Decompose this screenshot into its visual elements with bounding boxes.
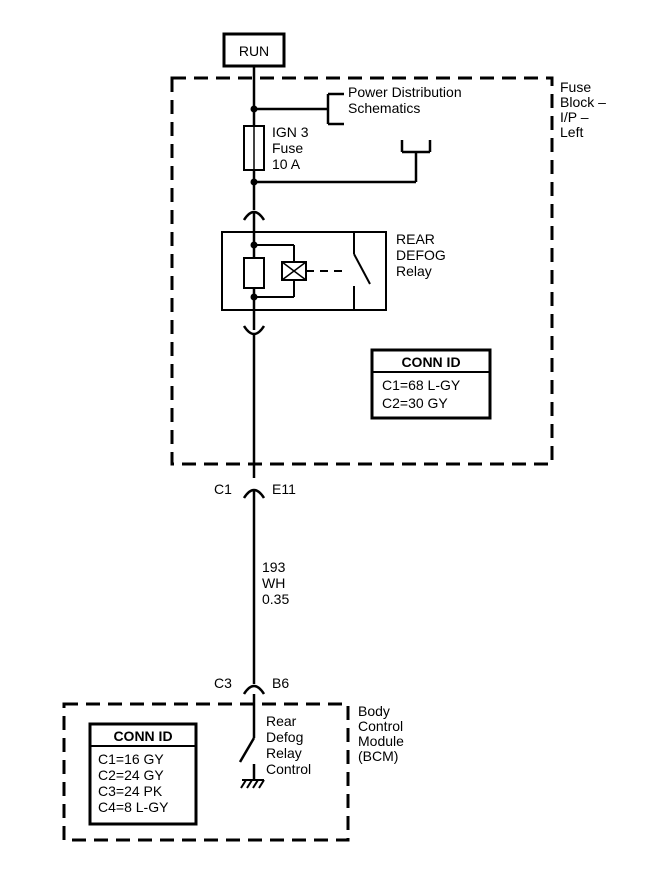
connector-bottom-right-label: B6 [272,675,289,691]
bcm-control-line-3: Relay [266,745,302,761]
bcm-control-line-4: Control [266,761,311,777]
power-distribution-line-2: Schematics [348,100,420,116]
bcm-name-line-4: (BCM) [358,748,398,764]
wire-size: 0.35 [262,591,289,607]
fuse-block-conn-id-entry: C2=30 GY [382,395,448,411]
wire-label: 193 WH 0.35 [262,559,289,607]
fuse-block-name-line-2: Block – [560,94,606,110]
fuse-block-name: Fuse Block – I/P – Left [560,79,606,140]
bcm-name-line-3: Module [358,733,404,749]
splice-dot [250,105,258,113]
fuse-label-line-3: 10 A [272,156,301,172]
bcm-conn-id-title: CONN ID [113,728,172,744]
bcm-conn-id-table: CONN ID C1=16 GY C2=24 GY C3=24 PK C4=8 … [88,722,198,826]
connector-top-right-label: E11 [272,481,296,497]
splice-dot [250,241,258,249]
fuse-label-line-2: Fuse [272,140,303,156]
fuse-label-line-1: IGN 3 [272,124,309,140]
main-circuit-wire [252,66,432,210]
connector-top-left-label: C1 [214,481,232,497]
power-distribution-line-1: Power Distribution [348,84,462,100]
bcm-boundary [62,702,350,842]
bcm-name: Body Control Module (BCM) [358,703,404,764]
bcm-control-switch [238,694,256,780]
power-distribution-reference: Power Distribution Schematics [348,84,462,116]
fuse-block-conn-id-table: CONN ID C1=68 L-GY C2=30 GY [370,348,492,420]
fuse-label: IGN 3 Fuse 10 A [272,124,309,172]
fuse-block-conn-id-title: CONN ID [401,354,460,370]
bcm-conn-id-entry: C3=24 PK [98,783,163,799]
wire-color: WH [262,575,285,591]
run-label: RUN [239,43,269,59]
bcm-name-line-2: Control [358,718,403,734]
relay-label: REAR DEFOG Relay [396,231,446,279]
bcm-control-line-1: Rear [266,713,297,729]
bcm-conn-id-entry: C1=16 GY [98,751,164,767]
ground-icon [240,779,265,789]
relay-label-line-3: Relay [396,263,432,279]
bcm-control-line-2: Defog [266,729,303,745]
fuse-block-name-line-3: I/P – [560,109,589,125]
rear-defog-relay [221,231,387,311]
relay-label-line-1: REAR [396,231,435,247]
splice-dot [250,178,258,186]
run-power-source: RUN [222,32,286,68]
wire-circuit-number: 193 [262,559,286,575]
connector-c3-b6 [242,684,266,695]
bcm-name-line-1: Body [358,703,390,719]
fuse-symbol [243,125,265,171]
fuse-block-boundary [170,76,554,466]
fuse-block-name-line-4: Left [560,124,583,140]
splice-dot [250,293,258,301]
bcm-conn-id-entry: C2=24 GY [98,767,164,783]
bcm-control-label: Rear Defog Relay Control [266,713,311,777]
bcm-conn-id-entry: C4=8 L-GY [98,799,169,815]
fuse-block-name-line-1: Fuse [560,79,591,95]
fuse-block-conn-id-entry: C1=68 L-GY [382,377,461,393]
relay-label-line-2: DEFOG [396,247,446,263]
connector-bottom-left-label: C3 [214,675,232,691]
